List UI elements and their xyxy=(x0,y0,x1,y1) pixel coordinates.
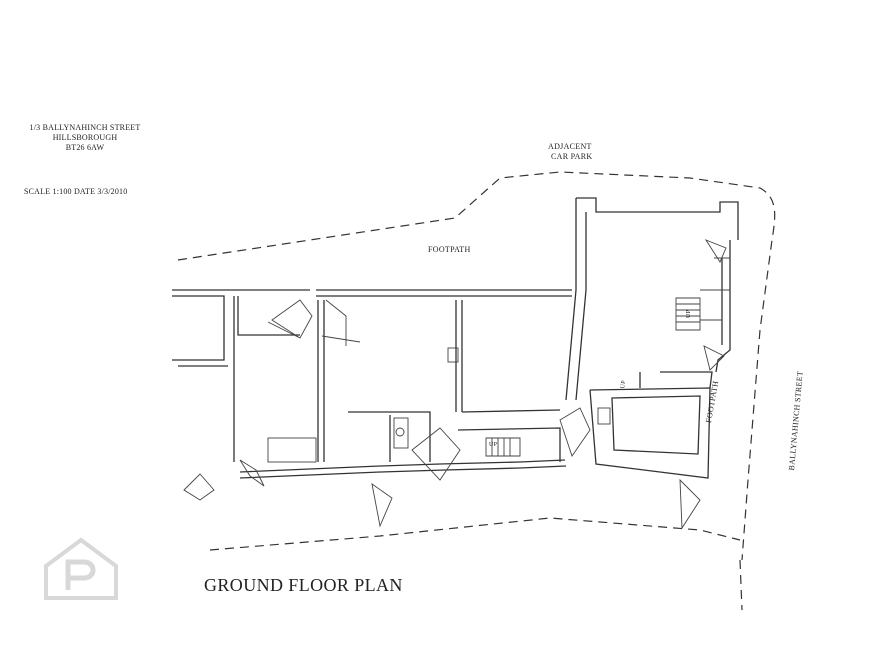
wall-stair-block xyxy=(675,297,701,331)
wall-right-block-right xyxy=(715,240,731,373)
label-up-2: UP xyxy=(489,442,498,448)
label-up-1: UP xyxy=(686,309,692,318)
wall-bottom-outer xyxy=(239,465,567,479)
door-right-mid xyxy=(703,345,725,371)
wall-room-b xyxy=(455,300,463,412)
door-left-bottom xyxy=(183,473,215,501)
wall-left-room xyxy=(233,296,300,462)
wall-bottom xyxy=(239,459,566,473)
door-bottom-left xyxy=(239,459,265,487)
property-logo-icon xyxy=(44,537,118,600)
wall-right-block xyxy=(576,197,739,240)
wall-room-a xyxy=(317,300,325,462)
wall-right-top-inner xyxy=(700,257,730,321)
label-car-park: CAR PARK xyxy=(551,152,593,161)
boundary-line-right-lower xyxy=(739,559,743,611)
wall-room-c xyxy=(348,411,431,462)
boundary-line-bottom xyxy=(209,517,741,551)
door-street xyxy=(679,478,701,530)
door-car-park xyxy=(371,482,393,528)
wc-fixture xyxy=(393,417,409,449)
label-footpath-top: FOOTPATH xyxy=(428,245,471,254)
address-line-1: 1/3 BALLYNAHINCH STREET xyxy=(29,123,141,132)
address-line-3: BT26 6AW xyxy=(65,143,105,152)
wall-right-block-left xyxy=(565,198,587,401)
boundary-line-top xyxy=(177,171,776,561)
plan-title: GROUND FLOOR PLAN xyxy=(204,575,403,595)
kitchen-counter xyxy=(267,437,317,463)
wall-main-front xyxy=(316,289,572,297)
address-line-2: HILLSBOROUGH xyxy=(52,133,118,142)
wc-bowl xyxy=(395,427,405,437)
wall-corridor xyxy=(457,427,561,462)
address-block: 1/3 BALLYNAHINCH STREET HILLSBOROUGH BT2… xyxy=(20,123,150,153)
stairs-lower xyxy=(485,437,521,457)
wall-right-step xyxy=(639,371,713,389)
wall-left-top-inner xyxy=(172,295,225,361)
wall-room-b-bottom xyxy=(461,409,561,413)
sink-fixture xyxy=(447,347,459,363)
wall-right-lower-inner xyxy=(611,395,701,455)
door-front-left xyxy=(267,299,313,339)
door-bottom-right xyxy=(559,407,591,457)
door-bottom-mid xyxy=(411,427,461,481)
label-adjacent: ADJACENT xyxy=(548,142,592,151)
wall-right-lower xyxy=(589,387,711,479)
scale-date-text: SCALE 1:100 DATE 3/3/2010 xyxy=(24,187,128,196)
door-right-top xyxy=(704,239,727,263)
door-front-main xyxy=(321,299,361,346)
small-fixture xyxy=(597,407,611,425)
